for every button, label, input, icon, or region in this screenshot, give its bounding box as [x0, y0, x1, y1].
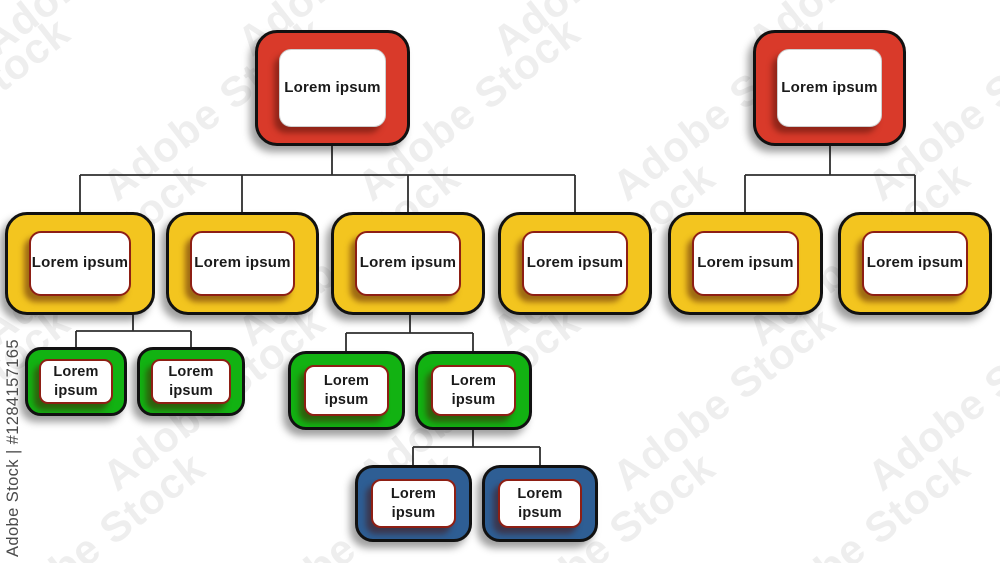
node-inner-panel: Lorem ipsum — [498, 479, 582, 528]
node-label: Lorem ipsum — [284, 78, 381, 96]
node-inner-panel: Lorem ipsum — [692, 231, 799, 296]
node-inner-panel: Lorem ipsum — [151, 359, 231, 404]
node-label: Lorem ipsum — [517, 486, 563, 521]
node-label: Lorem ipsum — [359, 254, 457, 272]
node-root-right-red: Lorem ipsum — [753, 30, 906, 146]
node-label: Lorem ipsum — [390, 486, 437, 521]
node-inner-panel: Lorem ipsum — [431, 365, 516, 416]
node-l2-1-yellow: Lorem ipsum — [5, 212, 155, 315]
node-inner-panel: Lorem ipsum — [190, 231, 295, 296]
node-label: Lorem ipsum — [866, 254, 964, 272]
node-inner-panel: Lorem ipsum — [279, 49, 386, 127]
node-inner-panel: Lorem ipsum — [304, 365, 389, 416]
node-l3-3-green: Lorem ipsum — [288, 351, 405, 430]
node-label: Lorem ipsum — [450, 373, 497, 408]
node-label: Lorem ipsum — [697, 254, 794, 272]
node-r2-2-yellow: Lorem ipsum — [838, 212, 992, 315]
node-l3-1-green: Lorem ipsum — [25, 347, 127, 416]
node-label: Lorem ipsum — [168, 364, 214, 399]
node-l4-1-blue: Lorem ipsum — [355, 465, 472, 542]
node-l3-4-green: Lorem ipsum — [415, 351, 532, 430]
node-inner-panel: Lorem ipsum — [862, 231, 968, 296]
node-label: Lorem ipsum — [526, 254, 624, 272]
node-label: Lorem ipsum — [194, 254, 291, 272]
node-l2-3-yellow: Lorem ipsum — [331, 212, 485, 315]
node-label: Lorem ipsum — [781, 78, 878, 96]
node-l2-2-yellow: Lorem ipsum — [166, 212, 319, 315]
node-label: Lorem ipsum — [323, 373, 370, 408]
node-r2-1-yellow: Lorem ipsum — [668, 212, 823, 315]
node-l4-2-blue: Lorem ipsum — [482, 465, 598, 542]
node-inner-panel: Lorem ipsum — [371, 479, 456, 528]
node-inner-panel: Lorem ipsum — [522, 231, 628, 296]
node-label: Lorem ipsum — [31, 254, 129, 272]
node-l3-2-green: Lorem ipsum — [137, 347, 245, 416]
node-inner-panel: Lorem ipsum — [777, 49, 882, 127]
watermark-credit: Adobe Stock | #1284157165 — [4, 339, 22, 557]
node-inner-panel: Lorem ipsum — [39, 359, 113, 404]
node-root-left-red: Lorem ipsum — [255, 30, 410, 146]
node-inner-panel: Lorem ipsum — [355, 231, 461, 296]
node-inner-panel: Lorem ipsum — [29, 231, 131, 296]
node-l2-4-yellow: Lorem ipsum — [498, 212, 652, 315]
node-label: Lorem ipsum — [53, 364, 99, 399]
